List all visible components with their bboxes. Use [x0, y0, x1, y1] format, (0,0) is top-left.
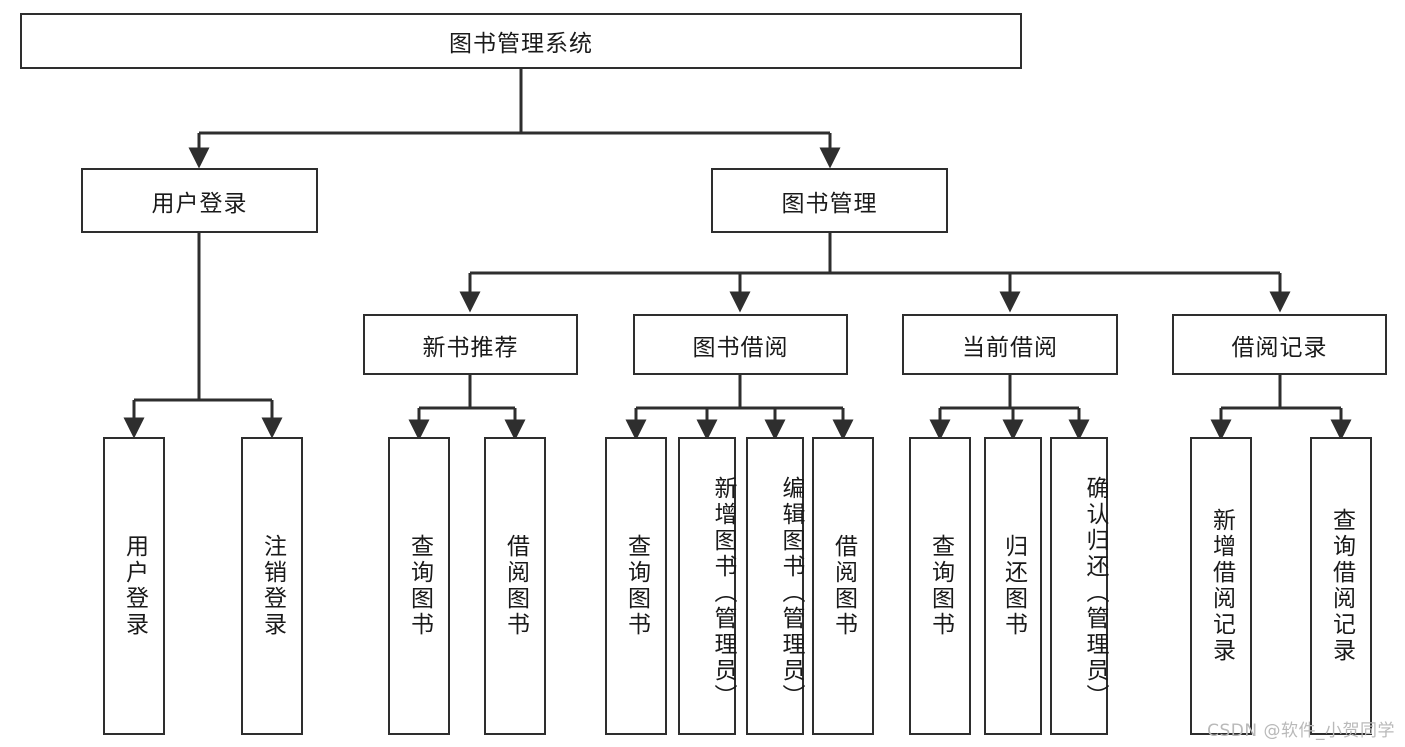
leaf-edit-book-admin[interactable]: 编辑图书（管理员）	[746, 437, 804, 735]
leaf-query-book-current[interactable]: 查询图书	[909, 437, 971, 735]
node-root-label: 图书管理系统	[449, 31, 593, 57]
watermark: CSDN @软件_小贺同学	[1207, 721, 1395, 741]
leaf-add-borrow-record-label: 新增借阅记录	[1208, 508, 1235, 664]
leaf-add-book-admin-label: 新增图书（管理员）	[710, 476, 736, 710]
node-user-login[interactable]: 用户登录	[81, 168, 318, 233]
node-book-management-label: 图书管理	[781, 190, 878, 217]
leaf-user-login-label: 用户登录	[121, 534, 148, 638]
node-borrow-record-label: 借阅记录	[1231, 334, 1328, 361]
leaf-query-book-recommend-label: 查询图书	[406, 534, 433, 638]
leaf-borrow-book-label: 借阅图书	[830, 534, 857, 638]
leaf-query-book-recommend[interactable]: 查询图书	[388, 437, 450, 735]
leaf-borrow-book-recommend[interactable]: 借阅图书	[484, 437, 546, 735]
leaf-user-logout-label: 注销登录	[259, 534, 286, 638]
node-new-book-recommend[interactable]: 新书推荐	[363, 314, 578, 375]
leaf-borrow-book-recommend-label: 借阅图书	[502, 534, 529, 638]
node-root[interactable]: 图书管理系统	[20, 13, 1022, 69]
leaf-add-borrow-record[interactable]: 新增借阅记录	[1190, 437, 1252, 735]
leaf-query-book-borrow[interactable]: 查询图书	[605, 437, 667, 735]
leaf-borrow-book[interactable]: 借阅图书	[812, 437, 874, 735]
node-book-management[interactable]: 图书管理	[711, 168, 948, 233]
node-user-login-label: 用户登录	[151, 190, 248, 217]
node-current-borrow[interactable]: 当前借阅	[902, 314, 1118, 375]
leaf-query-book-borrow-label: 查询图书	[623, 534, 650, 638]
node-book-borrow[interactable]: 图书借阅	[633, 314, 848, 375]
leaf-return-book[interactable]: 归还图书	[984, 437, 1042, 735]
leaf-confirm-return-admin-label: 确认归还（管理员）	[1082, 476, 1108, 710]
leaf-edit-book-admin-label: 编辑图书（管理员）	[778, 476, 804, 710]
leaf-query-borrow-record[interactable]: 查询借阅记录	[1310, 437, 1372, 735]
node-new-book-recommend-label: 新书推荐	[422, 334, 519, 361]
node-current-borrow-label: 当前借阅	[962, 334, 1058, 361]
leaf-confirm-return-admin[interactable]: 确认归还（管理员）	[1050, 437, 1108, 735]
node-borrow-record[interactable]: 借阅记录	[1172, 314, 1387, 375]
leaf-return-book-label: 归还图书	[1000, 534, 1027, 638]
leaf-query-book-current-label: 查询图书	[927, 534, 954, 638]
node-book-borrow-label: 图书借阅	[692, 334, 789, 361]
leaf-user-logout[interactable]: 注销登录	[241, 437, 303, 735]
leaf-query-borrow-record-label: 查询借阅记录	[1328, 508, 1355, 664]
leaf-add-book-admin[interactable]: 新增图书（管理员）	[678, 437, 736, 735]
leaf-user-login[interactable]: 用户登录	[103, 437, 165, 735]
